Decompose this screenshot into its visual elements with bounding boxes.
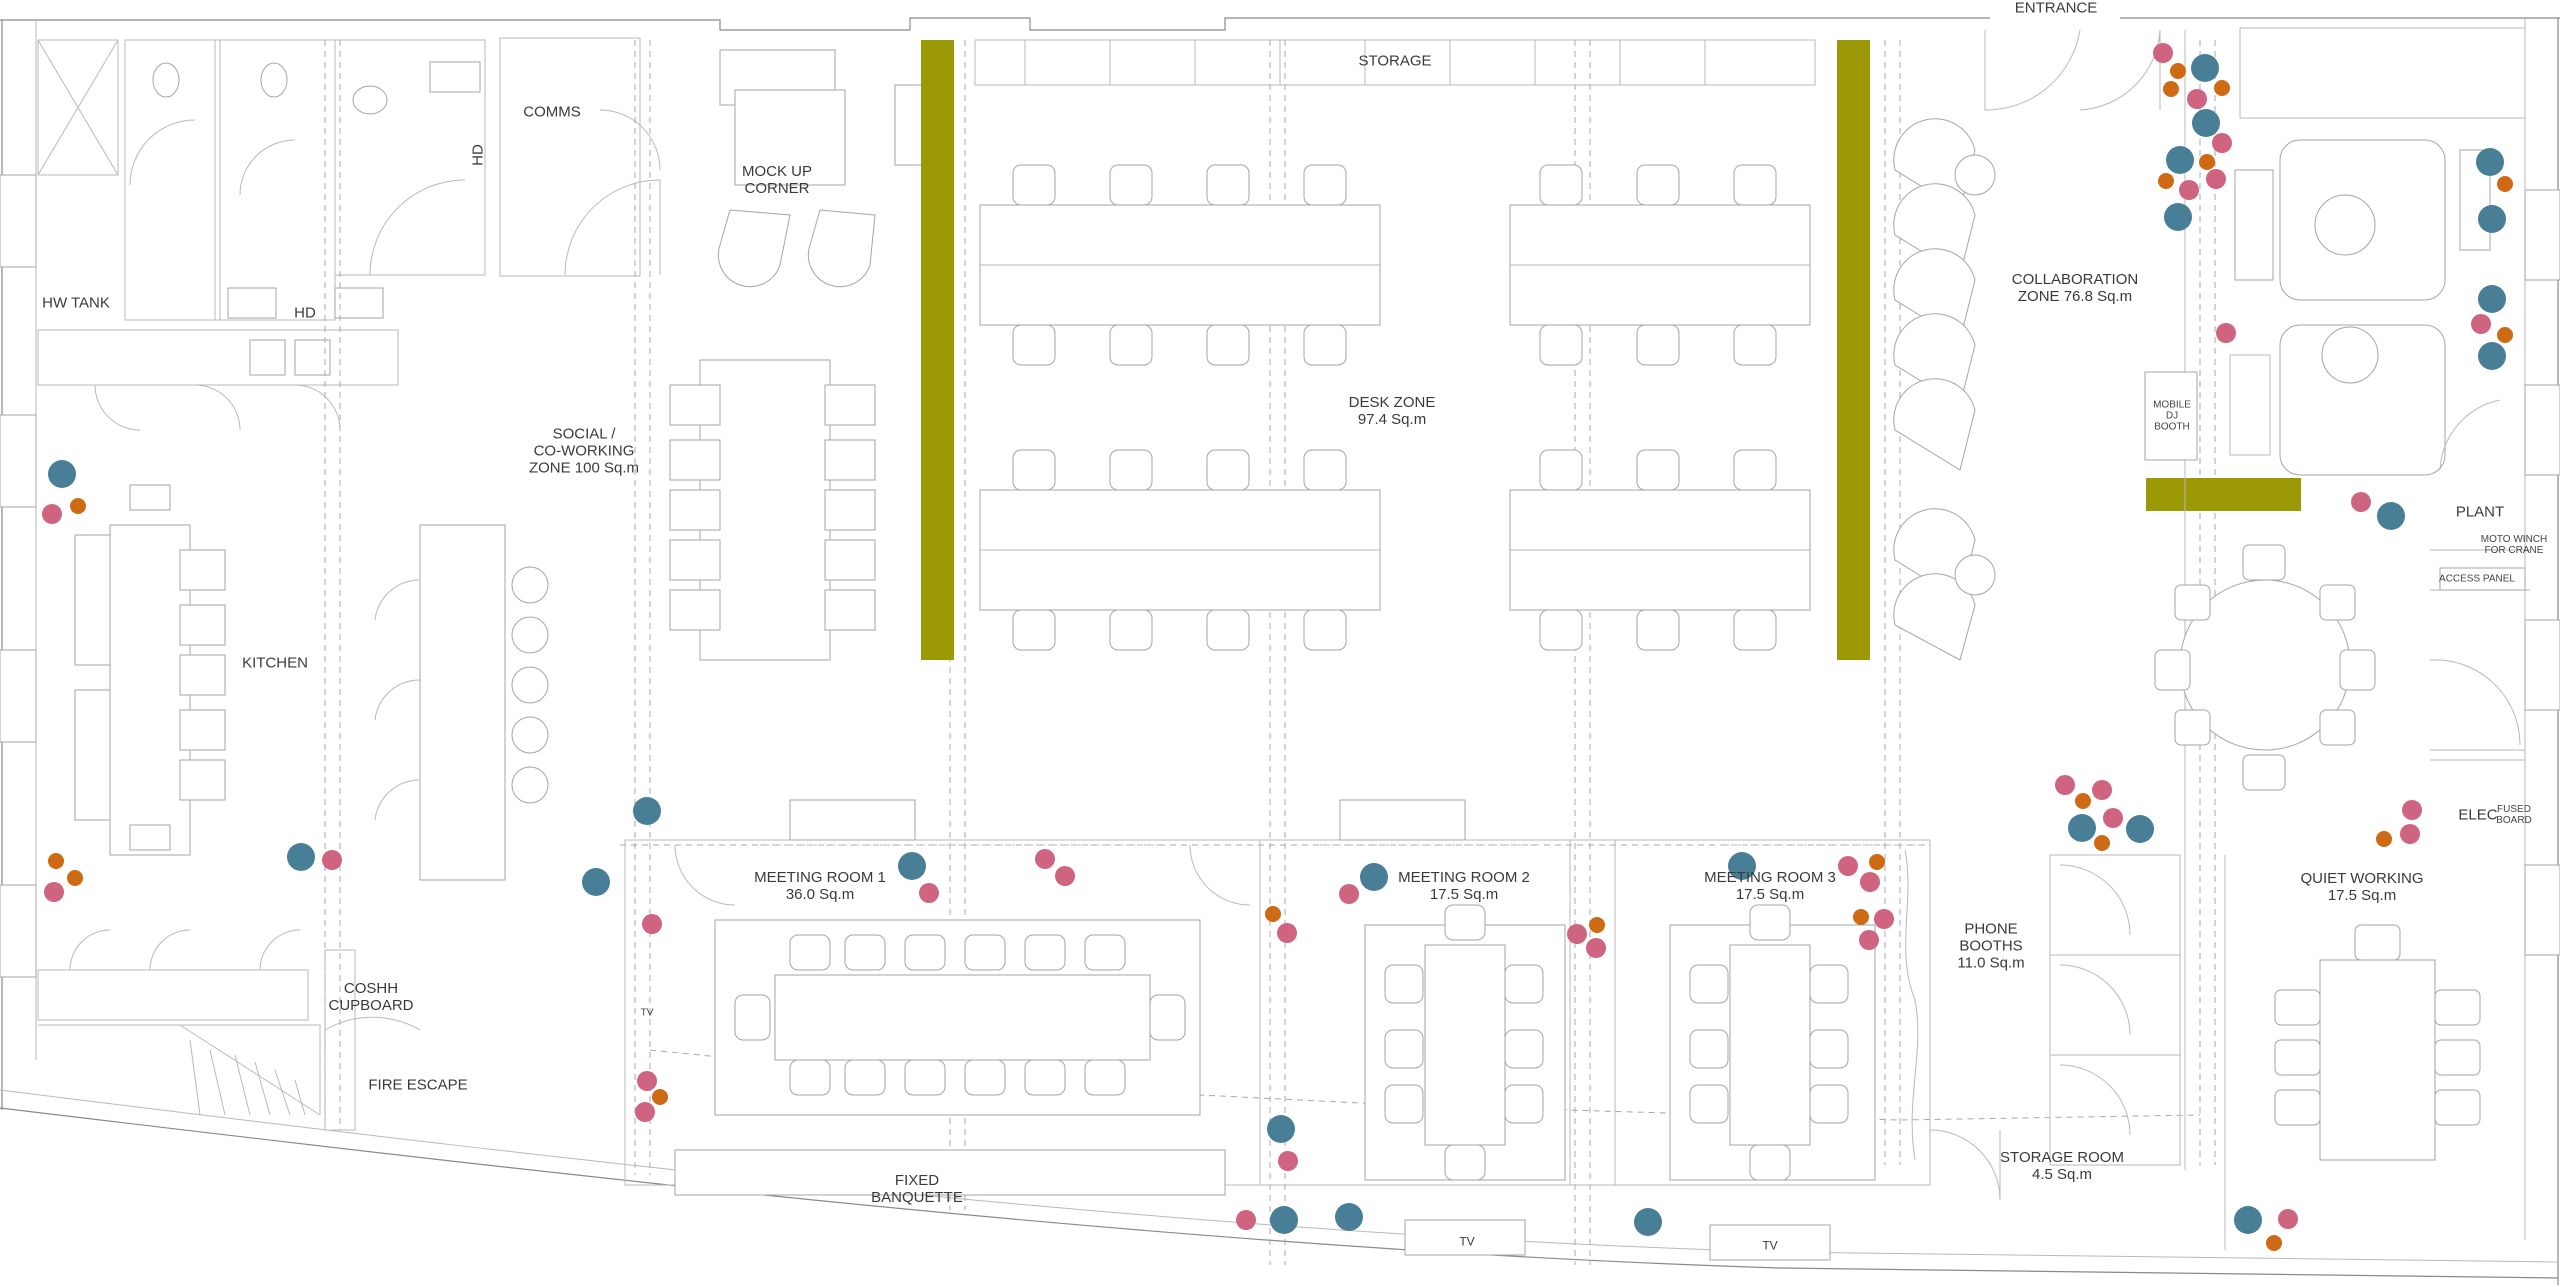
kitchen-fit-out xyxy=(37,329,399,1021)
plant-orange xyxy=(2158,173,2174,189)
plant-pink xyxy=(42,504,62,524)
plant-orange xyxy=(48,853,64,869)
desk-zone-furniture xyxy=(974,39,1816,651)
plant-pink xyxy=(2402,800,2422,820)
plant-pink xyxy=(2278,1209,2298,1229)
plant-orange xyxy=(1589,917,1605,933)
plant-pink xyxy=(1586,938,1606,958)
plant-pink xyxy=(1859,930,1879,950)
plant-teal xyxy=(1634,1208,1662,1236)
windows-left xyxy=(0,174,37,978)
plant-teal xyxy=(2478,342,2506,370)
plant-teal xyxy=(2478,285,2506,313)
plant-pink xyxy=(1567,924,1587,944)
plant-pink xyxy=(1278,1151,1298,1171)
plant-orange xyxy=(2214,80,2230,96)
plant-pink xyxy=(1035,849,1055,869)
plant-teal xyxy=(2164,203,2192,231)
partition-collab xyxy=(2146,478,2301,511)
plant-pink xyxy=(2351,492,2371,512)
plant-teal xyxy=(2377,502,2405,530)
plant-orange xyxy=(1869,854,1885,870)
plant-pink xyxy=(635,1102,655,1122)
plants xyxy=(42,43,2513,1251)
plant-pink xyxy=(1055,866,1075,886)
plant-pink xyxy=(2212,133,2232,153)
social-zone-furniture xyxy=(374,49,926,881)
partition-right xyxy=(1837,40,1870,660)
meeting-rooms xyxy=(624,799,1931,1261)
plant-pink xyxy=(2055,775,2075,795)
plant-pink xyxy=(322,850,342,870)
plant-pink xyxy=(2187,89,2207,109)
partition-left xyxy=(921,40,954,660)
plant-orange xyxy=(70,498,86,514)
plant-teal xyxy=(2166,146,2194,174)
plant-teal xyxy=(2191,54,2219,82)
plant-pink xyxy=(2153,43,2173,63)
plant-pink xyxy=(2092,780,2112,800)
plant-teal xyxy=(582,868,610,896)
plant-pink xyxy=(2471,314,2491,334)
plant-pink xyxy=(2103,808,2123,828)
plant-teal xyxy=(1335,1203,1363,1231)
plant-orange xyxy=(67,870,83,886)
plant-pink xyxy=(1236,1210,1256,1230)
plant-teal xyxy=(2192,109,2220,137)
plant-orange xyxy=(2094,835,2110,851)
green-partitions xyxy=(921,40,2301,660)
plant-teal xyxy=(1270,1206,1298,1234)
plant-pink xyxy=(919,883,939,903)
plant-pink xyxy=(2400,824,2420,844)
phone-booths-and-quiet-working xyxy=(1929,854,2481,1250)
plant-teal xyxy=(2476,148,2504,176)
plant-pink xyxy=(2179,180,2199,200)
plant-orange xyxy=(2497,176,2513,192)
plant-teal xyxy=(633,797,661,825)
plant-pink xyxy=(2216,323,2236,343)
plant-pink xyxy=(1277,923,1297,943)
plant-pink xyxy=(637,1071,657,1091)
plant-orange xyxy=(1853,909,1869,925)
plant-pink xyxy=(44,882,64,902)
plant-teal xyxy=(287,843,315,871)
plant-orange xyxy=(2266,1235,2282,1251)
plant-pink xyxy=(1339,884,1359,904)
stairs xyxy=(38,949,421,1131)
plant-teal xyxy=(2234,1206,2262,1234)
plant-teal xyxy=(48,460,76,488)
plant-pink xyxy=(642,914,662,934)
plant-orange xyxy=(2163,81,2179,97)
plant-orange xyxy=(1265,906,1281,922)
plant-orange xyxy=(2170,63,2186,79)
service-rooms xyxy=(37,37,661,321)
plant-teal xyxy=(2478,205,2506,233)
plant-teal xyxy=(1728,852,1756,880)
plant-orange xyxy=(2075,793,2091,809)
plant-orange xyxy=(2199,154,2215,170)
plant-orange xyxy=(2497,327,2513,343)
plant-orange xyxy=(652,1089,668,1105)
windows-right xyxy=(2524,189,2560,956)
plant-teal xyxy=(1360,863,1388,891)
plant-teal xyxy=(1267,1115,1295,1143)
collaboration-zone-furniture xyxy=(1893,27,2530,1170)
plant-pink xyxy=(1874,909,1894,929)
plant-pink xyxy=(1860,872,1880,892)
plant-pink xyxy=(2206,169,2226,189)
plant-orange xyxy=(2376,831,2392,847)
plant-pink xyxy=(1838,856,1858,876)
plant-teal xyxy=(2068,814,2096,842)
plant-teal xyxy=(898,852,926,880)
plant-teal xyxy=(2126,815,2154,843)
